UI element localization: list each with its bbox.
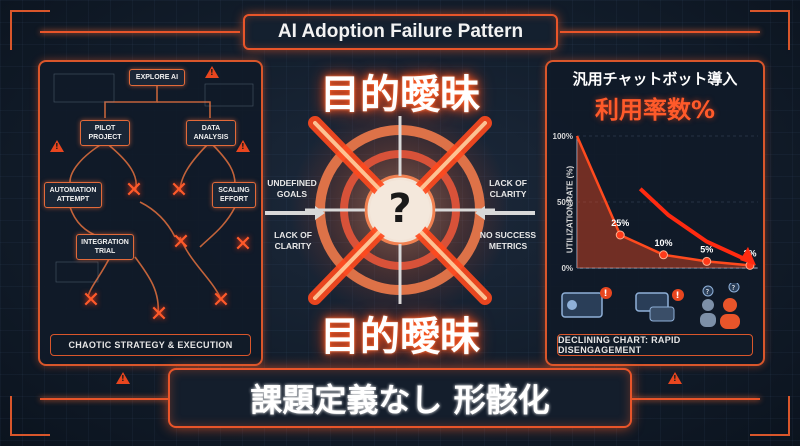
banner-line-right xyxy=(632,398,760,400)
chart-point xyxy=(615,230,625,240)
center-bottom-heading: 目的曖昧 xyxy=(320,314,480,360)
chart-data-label: 25% xyxy=(611,218,629,228)
failure-x-icon: ✕ xyxy=(124,178,144,203)
chart-data-label: 10% xyxy=(654,238,672,248)
node-scaling-effort: SCALING EFFORT xyxy=(212,182,256,208)
svg-text:?: ? xyxy=(732,284,736,292)
warning-icon: ! xyxy=(668,372,682,384)
chart-y-axis-label: UTILIZATION RATE (%) xyxy=(565,165,575,254)
warning-icon: ! xyxy=(236,140,250,152)
corner-bottom-left xyxy=(10,396,50,436)
target-graphic xyxy=(290,100,510,320)
bottom-banner: 課題定義なし 形骸化 xyxy=(168,368,632,428)
node-explore-ai: EXPLORE AI xyxy=(129,69,185,86)
corner-top-right xyxy=(750,10,790,50)
label-lack-of-clarity-right: LACK OF CLARITY xyxy=(489,178,527,199)
corner-bottom-right xyxy=(750,396,790,436)
chart-tick-label: 100% xyxy=(553,132,573,141)
svg-text:!: ! xyxy=(604,289,608,299)
chart-tick-label: 50% xyxy=(557,198,573,207)
user-icons-row: ! ! ? ? xyxy=(561,283,740,329)
failure-x-icon: ✕ xyxy=(171,230,191,255)
chart-data-label: 5% xyxy=(700,244,713,254)
page-title: AI Adoption Failure Pattern xyxy=(243,14,558,50)
title-line-right xyxy=(560,31,760,33)
right-panel-caption: DECLINING CHART: RAPID DISENGAGEMENT xyxy=(557,334,753,356)
chart-trend-arrowhead xyxy=(740,246,756,266)
utilization-chart: 100%50%0%25%10%5%2% xyxy=(553,132,758,273)
chart-trend-arrow xyxy=(638,187,751,264)
title-line-left xyxy=(40,31,240,33)
chart-point xyxy=(659,250,668,260)
left-panel: EXPLORE AI PILOT PROJECT DATA ANALYSIS A… xyxy=(38,60,263,366)
node-integration-trial: INTEGRATION TRIAL xyxy=(76,234,134,260)
usage-rate-title: 利用率数% xyxy=(594,96,716,124)
label-no-success-metrics: NO SUCCESS METRICS xyxy=(479,230,537,251)
failure-x-icon: ✕ xyxy=(81,288,101,313)
chart-point xyxy=(702,256,712,266)
warning-icon: ! xyxy=(50,140,64,152)
warning-icon: ! xyxy=(116,372,130,384)
corner-top-left xyxy=(10,10,50,50)
node-data-analysis: DATA ANALYSIS xyxy=(186,120,236,146)
left-panel-caption: CHAOTIC STRATEGY & EXECUTION xyxy=(50,334,251,356)
label-undefined-goals: UNDEFINED GOALS xyxy=(267,178,317,199)
banner-line-left xyxy=(40,398,168,400)
label-lack-of-clarity-left: LACK OF CLARITY xyxy=(274,230,312,251)
question-mark-icon: ? xyxy=(388,186,412,232)
svg-text:!: ! xyxy=(676,291,680,301)
node-pilot-project: PILOT PROJECT xyxy=(80,120,130,146)
node-automation-attempt: AUTOMATION ATTEMPT xyxy=(44,182,102,208)
svg-text:?: ? xyxy=(706,288,710,296)
failure-x-icon: ✕ xyxy=(169,178,189,203)
chatbot-adoption-title: 汎用チャットボット導入 xyxy=(572,70,738,88)
failure-x-icon: ✕ xyxy=(211,288,231,313)
failure-x-icon: ✕ xyxy=(233,232,253,257)
warning-icon: ! xyxy=(205,66,219,78)
flow-connectors xyxy=(53,73,254,315)
chart-tick-label: 0% xyxy=(561,264,573,273)
failure-x-icon: ✕ xyxy=(149,302,169,327)
